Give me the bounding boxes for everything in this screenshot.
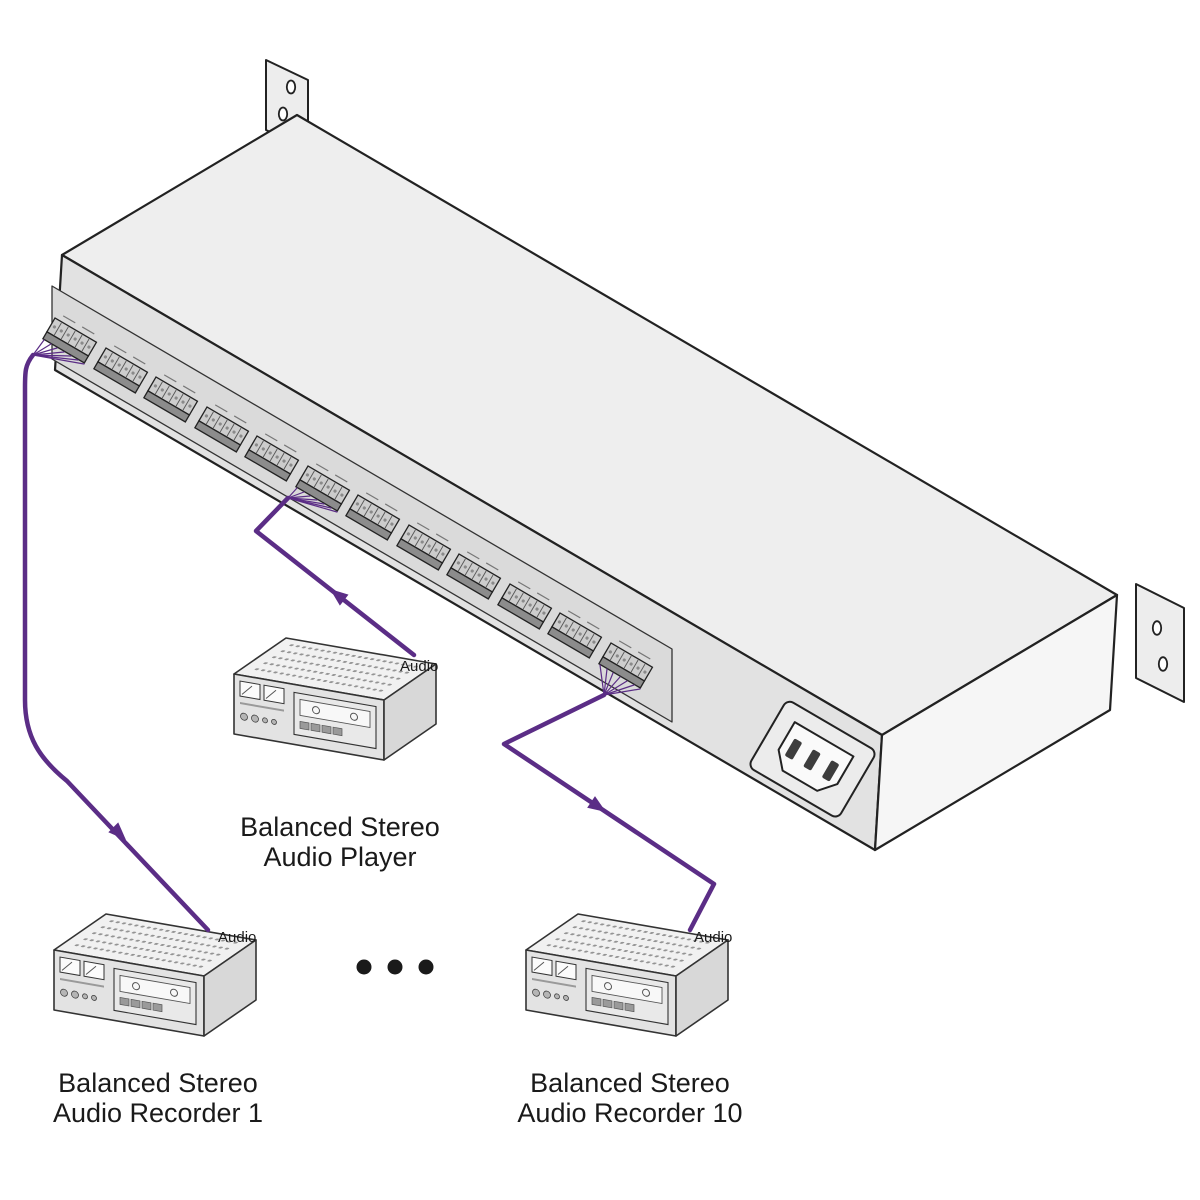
power-pin [822, 760, 839, 782]
rack-unit [42, 59, 1185, 852]
wire-fan-recorder1 [32, 339, 85, 365]
power-pin [785, 738, 802, 760]
player-label-line2: Audio Player [263, 842, 416, 872]
ellipsis-dot [356, 959, 372, 975]
recorder1-label-line1: Balanced Stereo [58, 1068, 258, 1098]
cable-to-recorder10 [501, 692, 717, 933]
recorder10-port-label: Audio [694, 929, 732, 946]
recorder10-label-line1: Balanced Stereo [530, 1068, 730, 1098]
recorder1-port-label: Audio [218, 929, 256, 946]
wire-fan-recorder10 [599, 664, 641, 696]
screw-hole [1151, 620, 1163, 636]
power-inlet [749, 700, 876, 818]
ellipsis-more-devices [356, 959, 434, 975]
screw-hole [1157, 656, 1169, 672]
cable-to-recorder1 [22, 352, 211, 933]
power-pin [803, 749, 821, 771]
ellipsis-dot [387, 959, 403, 975]
recorder10-label-line2: Audio Recorder 10 [517, 1098, 742, 1128]
audio-player-device [233, 637, 437, 761]
cables [22, 339, 717, 933]
player-port-label: Audio [400, 658, 438, 675]
cable-from-player [253, 495, 417, 658]
wire-fan-player [287, 487, 338, 513]
player-label-line1: Balanced Stereo [240, 812, 440, 842]
ellipsis-dot [418, 959, 434, 975]
screw-hole [285, 79, 297, 95]
screw-hole [277, 106, 289, 122]
chassis-right-face [873, 593, 1119, 852]
rack-ear-right [1135, 583, 1185, 703]
recorder1-label-line2: Audio Recorder 1 [53, 1098, 263, 1128]
